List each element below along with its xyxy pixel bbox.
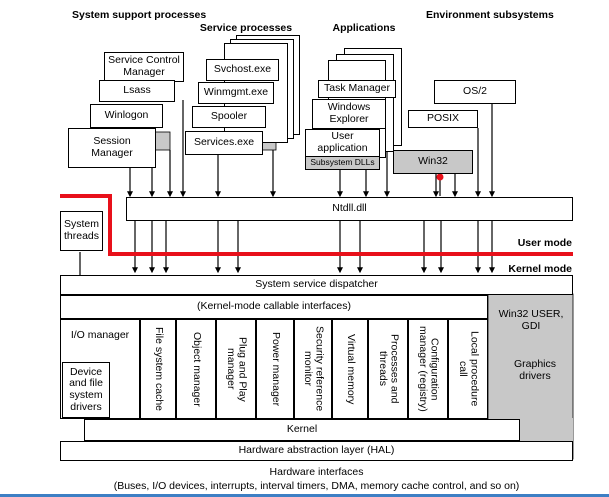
subsystem-dlls-box: Subsystem DLLs	[305, 156, 380, 170]
file-system-cache-label: File system cache	[152, 326, 165, 412]
session-manager-box: Session Manager	[68, 128, 156, 168]
session-manager-label: Session Manager	[91, 135, 133, 159]
windows-explorer-label: Windows Explorer	[327, 101, 371, 125]
kernel-callable-box: (Kernel-mode callable interfaces)	[60, 295, 488, 319]
os2-label: OS/2	[463, 85, 487, 98]
win32-dot	[436, 173, 444, 181]
exec-cell-2: Plug and Play manager	[216, 319, 256, 419]
hardware-detail: (Buses, I/O devices, interrupts, interva…	[113, 480, 520, 492]
device-drivers-box: Device and file system drivers	[62, 362, 110, 418]
plug-and-play-label: Plug and Play manager	[225, 336, 249, 402]
win32-user-gdi-label: Win32 USER, GDI	[498, 308, 564, 333]
system-threads-label: System threads	[63, 218, 100, 242]
ntdll-box: Ntdll.dll	[126, 197, 573, 221]
win32-label: Win32	[418, 155, 448, 168]
winmgmt-label: Winmgmt.exe	[203, 86, 269, 99]
shade-session	[154, 131, 171, 151]
device-drivers-label: Device and file system drivers	[69, 365, 103, 413]
lsass-box: Lsass	[99, 80, 175, 102]
io-manager-label: I/O manager	[70, 329, 130, 341]
services-exe-box: Services.exe	[185, 131, 263, 155]
arrows-to-dispatcher	[77, 220, 495, 298]
hal-box: Hardware abstraction layer (HAL)	[60, 441, 573, 461]
system-service-dispatcher-box: System service dispatcher	[60, 275, 573, 295]
config-manager-label: Configuration manager (registry)	[417, 326, 441, 412]
os2-box: OS/2	[434, 80, 516, 104]
posix-box: POSIX	[408, 110, 478, 128]
exec-cell-7: Configuration manager (registry)	[408, 319, 448, 419]
service-control-manager-box: Service Control Manager	[104, 52, 184, 82]
exec-cell-4: Security reference monitor	[294, 319, 332, 419]
spooler-label: Spooler	[210, 110, 248, 123]
graphics-drivers-label: Graphics drivers	[513, 358, 556, 382]
winmgmt-box: Winmgmt.exe	[198, 82, 274, 104]
exec-cell-5: Virtual memory	[332, 319, 368, 419]
exec-cell-3: Power manager	[256, 319, 294, 419]
services-exe-label: Services.exe	[193, 136, 255, 149]
posix-label: POSIX	[426, 112, 460, 125]
header-system-support: System support processes	[72, 9, 207, 21]
virtual-memory-label: Virtual memory	[344, 333, 357, 405]
object-manager-label: Object manager	[190, 331, 203, 407]
header-applications: Applications	[332, 22, 396, 34]
svchost-box: Svchost.exe	[206, 59, 279, 81]
win32-box: Win32	[393, 150, 473, 174]
svchost-label: Svchost.exe	[213, 63, 272, 76]
user-mode-label: User mode	[517, 237, 572, 249]
lpc-label: Local procedure call	[457, 331, 481, 407]
service-control-manager-label: Service Control Manager	[108, 54, 180, 78]
lsass-label: Lsass	[123, 84, 151, 97]
security-monitor-label: Security reference monitor	[302, 326, 326, 412]
kernel-callable-label: (Kernel-mode callable interfaces)	[196, 300, 352, 313]
bottom-accent-line	[0, 494, 609, 497]
winlogon-label: Winlogon	[104, 109, 149, 122]
kernel-mode-label: Kernel mode	[508, 263, 572, 275]
task-manager-box: Task Manager	[318, 80, 396, 98]
mode-boundary	[60, 194, 573, 256]
graphics-drivers-box: Graphics drivers	[500, 345, 570, 397]
winlogon-box: Winlogon	[90, 104, 163, 128]
windows-explorer-box: Windows Explorer	[312, 99, 386, 129]
subsystem-dlls-label: Subsystem DLLs	[310, 157, 375, 168]
power-manager-label: Power manager	[269, 331, 282, 407]
spooler-box: Spooler	[192, 106, 266, 128]
exec-cell-0: File system cache	[140, 319, 176, 419]
header-environment: Environment subsystems	[426, 9, 554, 21]
processes-threads-label: Processes and threads	[377, 334, 401, 404]
exec-cell-8: Local procedure call	[448, 319, 488, 419]
header-service-processes: Service processes	[199, 22, 293, 34]
exec-cell-1: Object manager	[176, 319, 216, 419]
exec-cell-6: Processes and threads	[368, 319, 408, 419]
ntdll-label: Ntdll.dll	[332, 202, 367, 215]
system-threads-box: System threads	[60, 211, 103, 251]
hardware-title: Hardware interfaces	[269, 466, 364, 478]
system-service-dispatcher-label: System service dispatcher	[255, 278, 378, 291]
hal-label: Hardware abstraction layer (HAL)	[238, 444, 395, 457]
kernel-box: Kernel	[84, 419, 520, 441]
kernel-label: Kernel	[286, 423, 318, 436]
task-manager-label: Task Manager	[324, 82, 390, 95]
user-application-label: User application	[317, 130, 368, 154]
user-application-box: User application	[305, 129, 380, 157]
